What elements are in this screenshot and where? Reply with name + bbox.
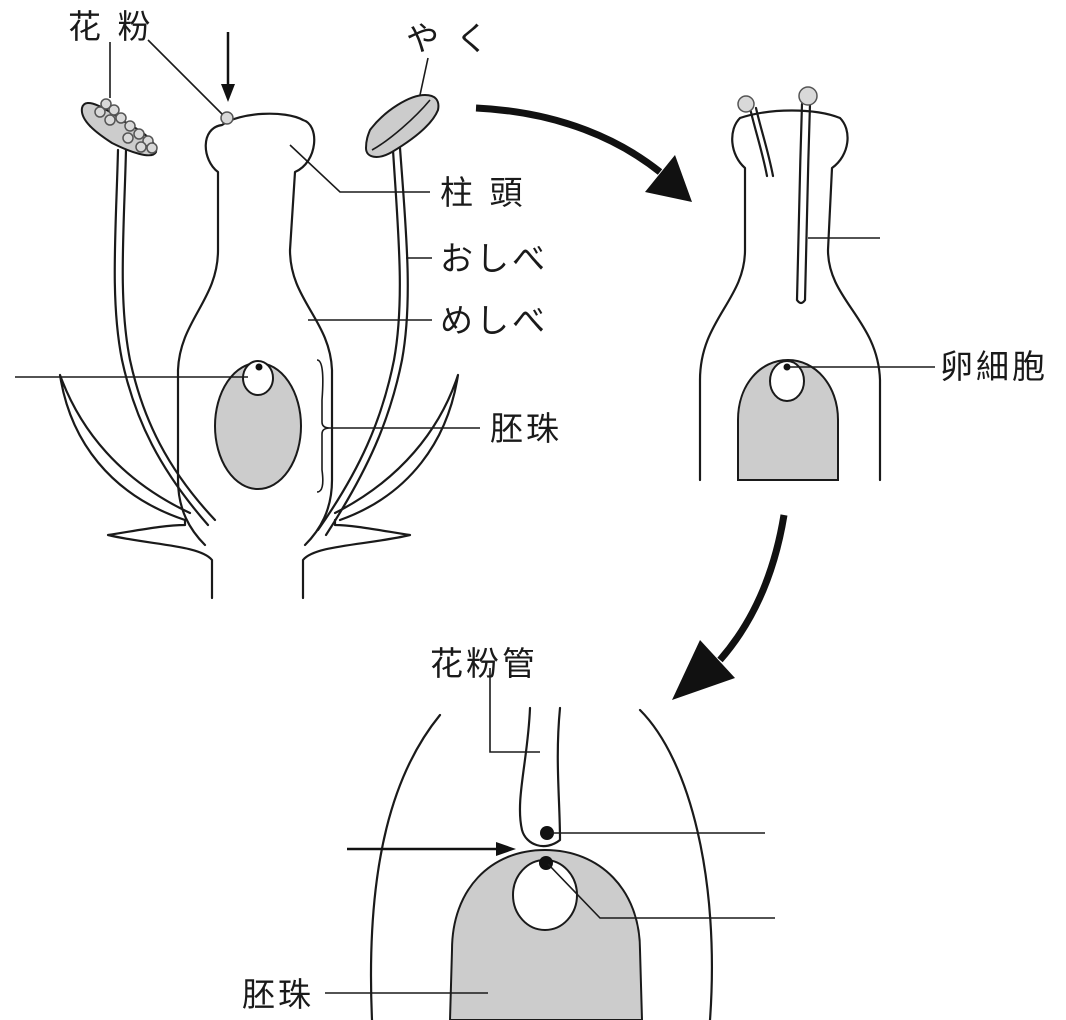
embryo-sac-3 xyxy=(513,860,577,930)
pistil-tube-panel xyxy=(700,87,935,480)
long-pollen-tube xyxy=(797,104,810,303)
label-stigma: 柱 頭 xyxy=(440,173,526,212)
pollination-arrow-head xyxy=(221,84,235,102)
egg-nucleus-2 xyxy=(784,364,791,371)
transition-arrow-2 xyxy=(720,515,784,660)
short-pollen-tube xyxy=(750,108,773,176)
pollen-grain-small xyxy=(738,96,754,112)
label-stamen: おしべ xyxy=(440,239,548,278)
label-egg-cell: 卵細胞 xyxy=(940,347,1048,386)
egg-nucleus xyxy=(256,364,263,371)
transition-arrow-1 xyxy=(476,108,660,172)
pollen-tube-closeup xyxy=(520,708,560,846)
label-pollen: 花 粉 xyxy=(68,7,154,46)
pollen-on-stigma xyxy=(221,112,233,124)
label-pistil: めしべ xyxy=(440,301,548,340)
ovule-bracket xyxy=(317,360,330,492)
left-stamen-filament xyxy=(115,150,215,525)
label-anther: や く xyxy=(406,19,492,58)
label-pollen-tube: 花粉管 xyxy=(430,644,538,683)
fertilization-panel xyxy=(325,668,775,1020)
label-ovule-bottom: 胚珠 xyxy=(242,975,314,1014)
pollen-grain-large xyxy=(799,87,817,105)
label-ovule-top: 胚珠 xyxy=(490,409,562,448)
flower-panel xyxy=(60,32,458,598)
